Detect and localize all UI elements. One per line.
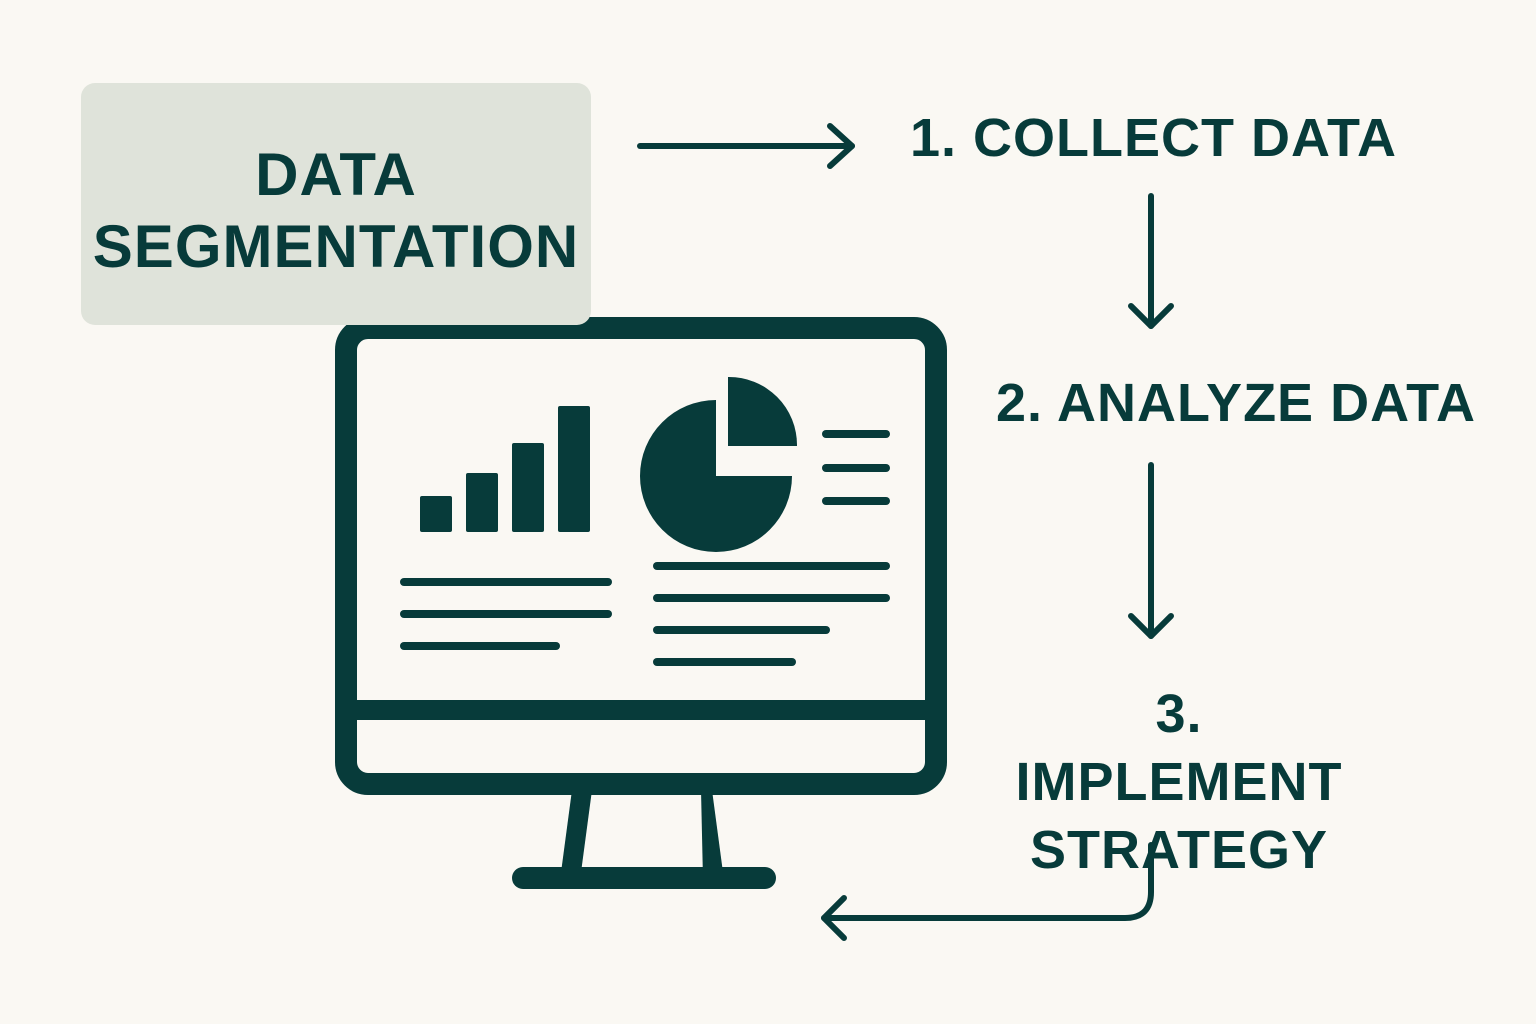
step-3-line-1: 3. IMPLEMENT: [1015, 684, 1343, 812]
monitor-base: [512, 867, 776, 889]
title-line-1: DATA: [255, 141, 417, 208]
monitor-frame: [335, 317, 947, 795]
step-3-line-2: STRATEGY: [1029, 820, 1328, 880]
arrow-to-collect: [637, 123, 855, 169]
arrow-return-to-computer: [821, 842, 1154, 941]
data-segmentation-box: DATA SEGMENTATION: [81, 83, 591, 325]
computer-monitor-dashboard-icon: [335, 317, 947, 889]
monitor-bezel: [346, 700, 936, 720]
pie-chart-icon: [640, 376, 798, 552]
title-line-2: SEGMENTATION: [92, 213, 580, 280]
monitor-stand-right: [701, 790, 724, 880]
bar-chart-icon: [420, 406, 590, 532]
arrow-to-analyze: [1128, 193, 1174, 329]
step-analyze-data: 2. ANALYZE DATA: [996, 373, 1477, 433]
step-implement-strategy: 3. IMPLEMENT STRATEGY: [994, 680, 1364, 884]
text-lines-icon: [400, 430, 890, 666]
arrow-to-implement: [1128, 462, 1174, 639]
step-collect-data: 1. COLLECT DATA: [910, 108, 1397, 168]
monitor-stand-left: [560, 790, 592, 880]
